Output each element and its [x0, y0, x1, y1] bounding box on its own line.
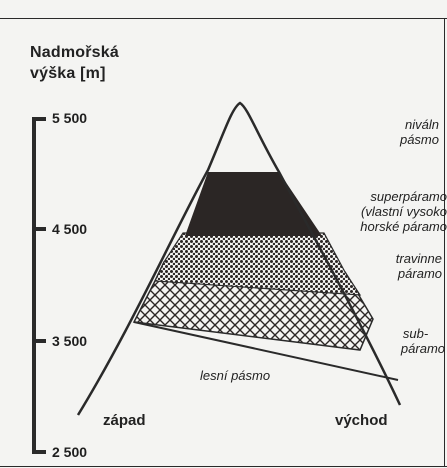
- superparamo-zone-label: superpáramo (vlastní vysoko horské páram…: [360, 189, 447, 234]
- forest-zone-label: lesní pásmo: [200, 368, 270, 383]
- tick-label-4500: 4 500: [52, 221, 87, 237]
- tick-label-2500: 2 500: [52, 444, 87, 460]
- east-label: východ: [335, 412, 388, 429]
- subparamo-zone-label: sub- páramo: [401, 326, 445, 356]
- tick-label-3500: 3 500: [52, 333, 87, 349]
- superparamo-label-line2: (vlastní vysoko: [360, 204, 447, 219]
- subparamo-label-line1: sub-: [401, 326, 445, 341]
- west-label: západ: [103, 412, 146, 429]
- grass-label-line2: páramo: [396, 266, 442, 281]
- tick-label-5500: 5 500: [52, 110, 87, 126]
- superparamo-label-line1: superpáramo: [360, 189, 447, 204]
- superparamo-label-line3: horské páramo: [360, 219, 447, 234]
- superparamo-band: [185, 172, 322, 236]
- grass-paramo-zone-label: travinne páramo: [396, 251, 442, 281]
- subparamo-label-line2: páramo: [401, 341, 445, 356]
- nival-zone-label: niváln pásmo: [400, 117, 439, 147]
- nival-label-line1: niváln: [400, 117, 439, 132]
- grass-label-line1: travinne: [396, 251, 442, 266]
- nival-label-line2: pásmo: [400, 132, 439, 147]
